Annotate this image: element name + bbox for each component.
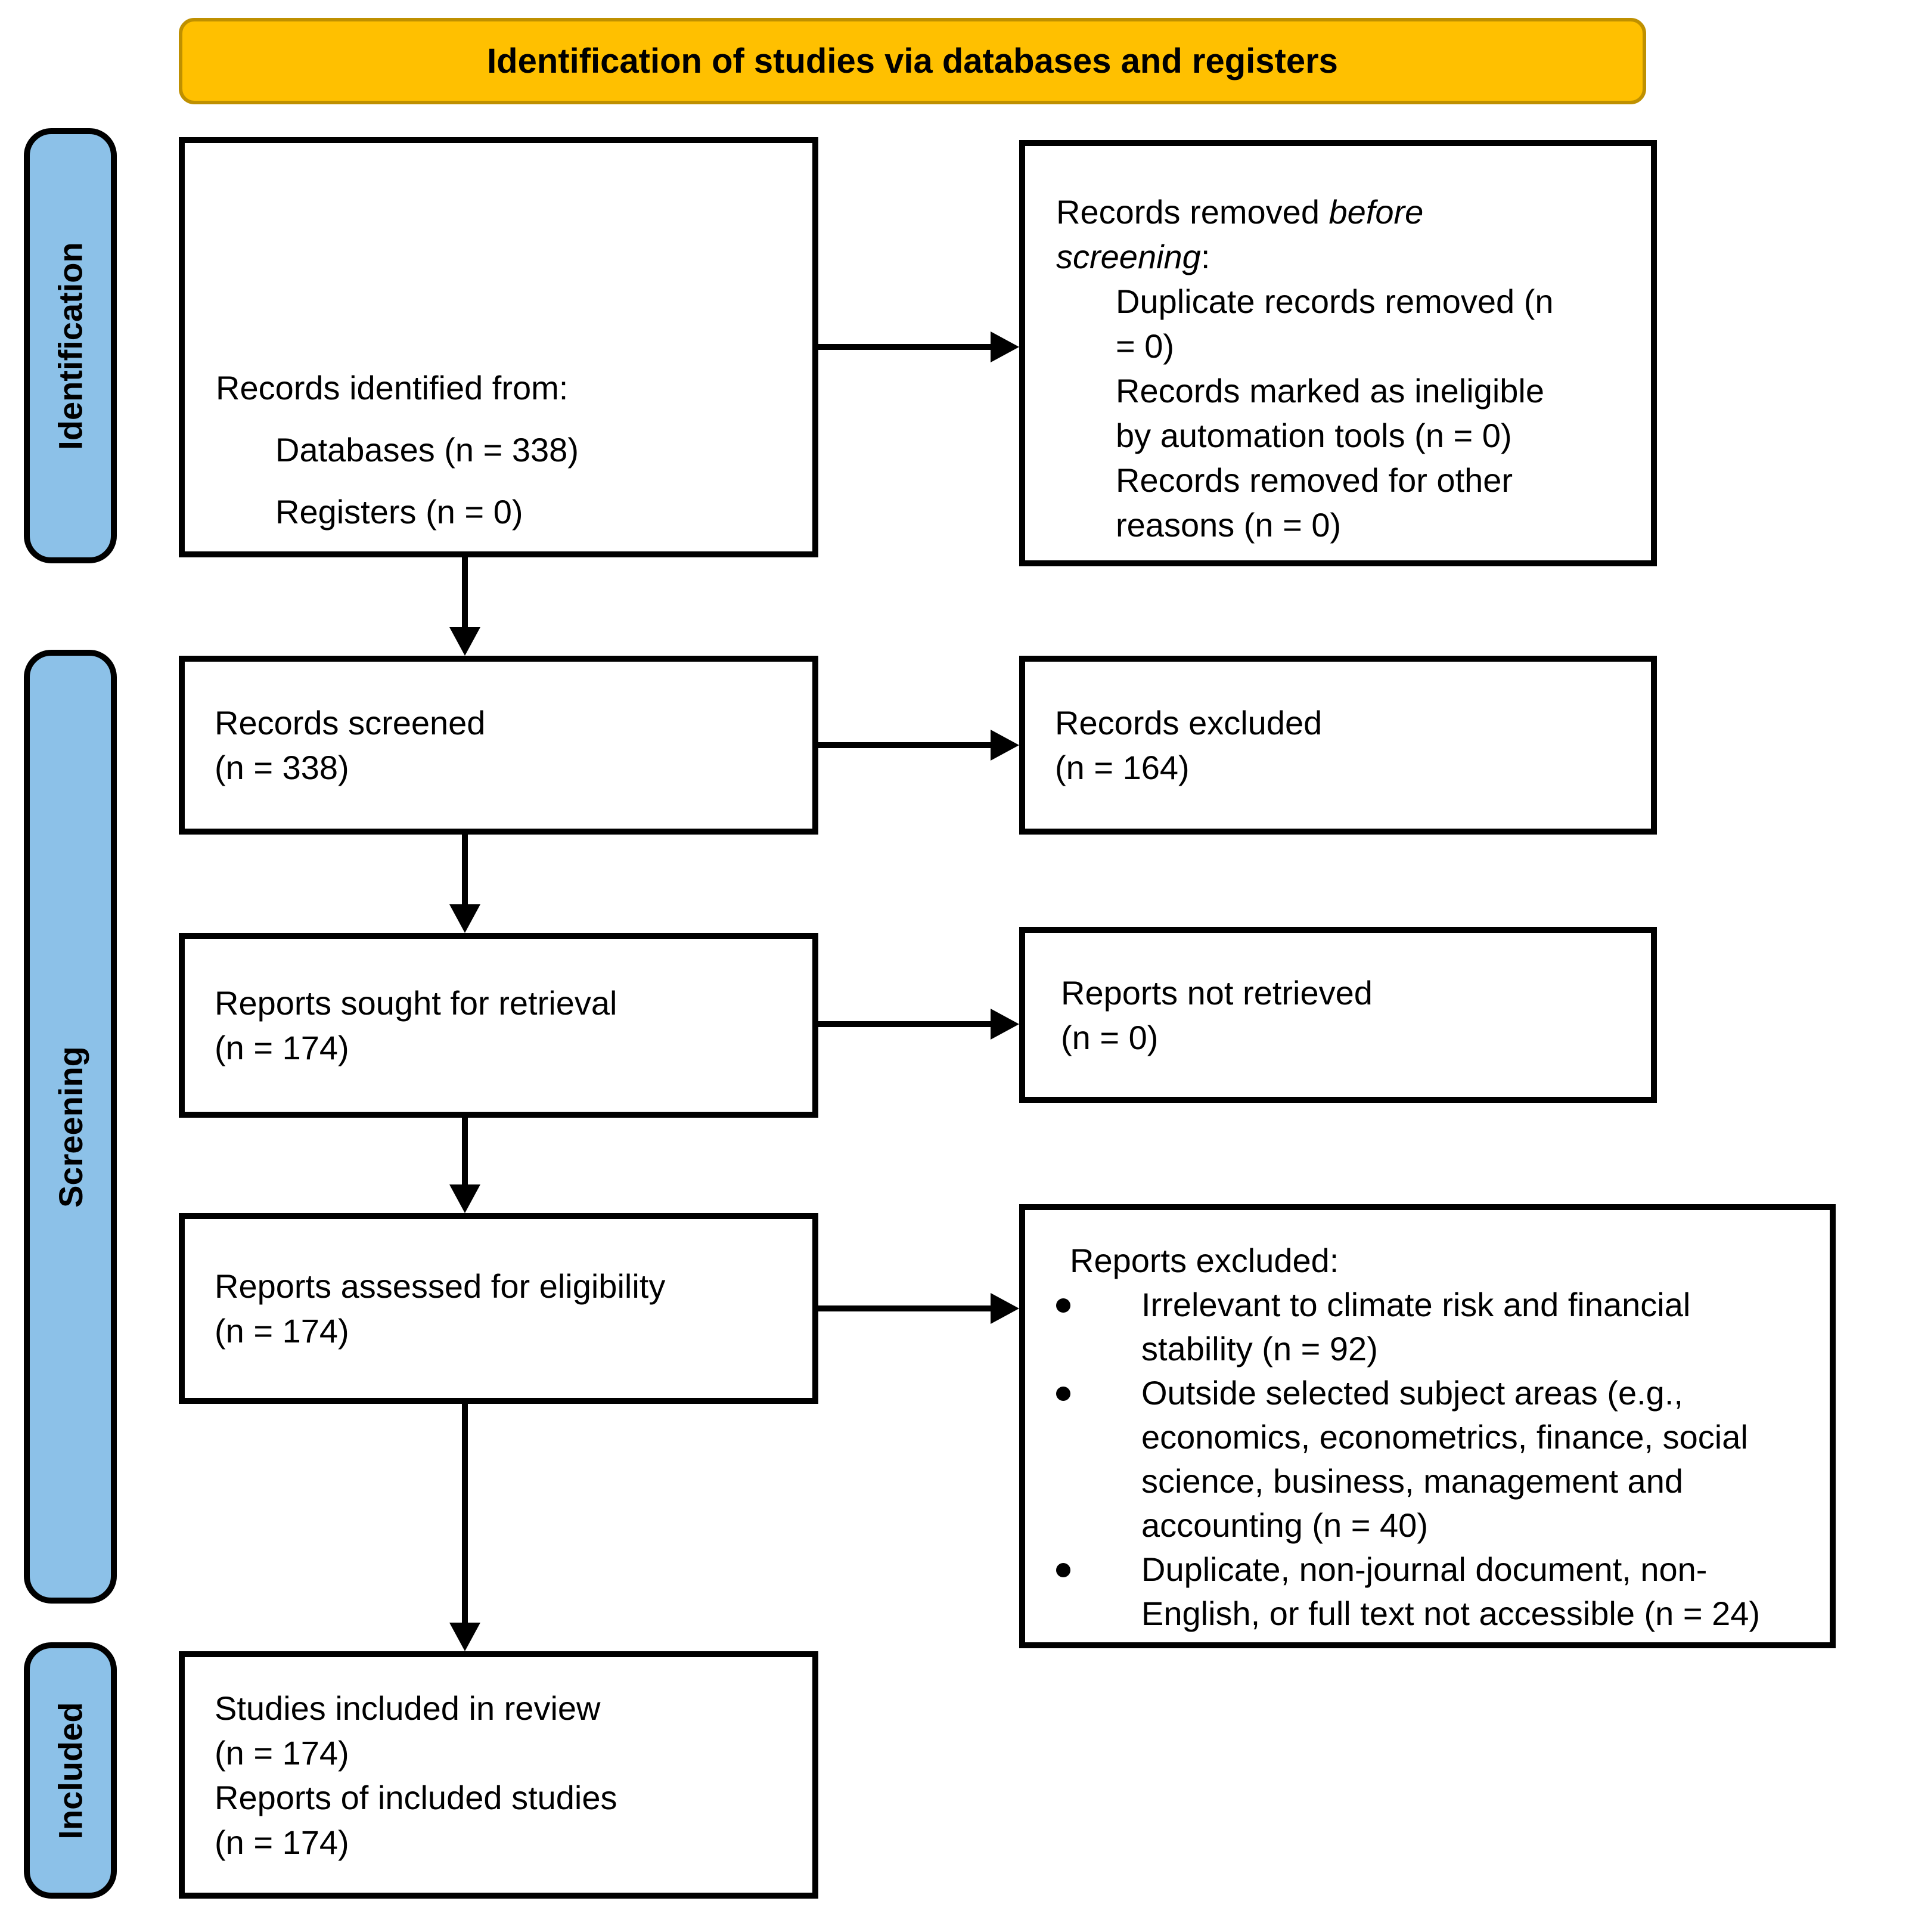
records-identified-title: Records identified from: — [216, 369, 569, 407]
stage-included-label: Included — [51, 1701, 89, 1840]
reports-excluded-bullet-irrelevant: Irrelevant to climate risk and financial… — [1025, 1283, 1821, 1371]
reports-excluded-bullet-duplicate: Duplicate, non-journal document, non- En… — [1025, 1548, 1821, 1636]
stage-identification: Identification — [24, 128, 117, 563]
records-identified-registers: Registers (n = 0) — [275, 493, 523, 531]
box-studies-included: Studies included in review (n = 174) Rep… — [179, 1651, 818, 1899]
box-reports-not-retrieved: Reports not retrieved (n = 0) — [1019, 927, 1657, 1103]
connector-identified-to-screened — [462, 557, 468, 627]
box-records-screened: Records screened (n = 338) — [179, 656, 818, 835]
records-removed-title-italic2: screening — [1056, 237, 1201, 275]
box-reports-assessed: Reports assessed for eligibility (n = 17… — [179, 1213, 818, 1404]
connector-screened-to-sought-arrowhead — [449, 904, 480, 933]
stage-included: Included — [24, 1642, 117, 1899]
box-records-identified: Records identified from: Databases (n = … — [179, 137, 818, 557]
stage-identification-label: Identification — [51, 241, 89, 450]
stage-screening-label: Screening — [51, 1046, 89, 1208]
connector-identified-to-screened-arrowhead — [449, 627, 480, 656]
records-removed-title-italic1: before — [1328, 193, 1424, 231]
box-reports-sought: Reports sought for retrieval (n = 174) — [179, 933, 818, 1118]
connector-assessed-to-included-arrowhead — [449, 1623, 480, 1651]
records-removed-title-line1: Records removed before — [1056, 193, 1424, 231]
banner: Identification of studies via databases … — [179, 18, 1646, 104]
reports-excluded-bullet-subject-areas: Outside selected subject areas (e.g., ec… — [1025, 1371, 1821, 1548]
connector-screened-to-excluded-arrowhead — [991, 730, 1019, 761]
connector-screened-to-sought — [462, 835, 468, 904]
connector-identified-to-removed — [818, 344, 992, 350]
records-removed-other: Records removed for other reasons (n = 0… — [1116, 461, 1513, 544]
connector-sought-to-assessed-arrowhead — [449, 1184, 480, 1213]
connector-sought-to-not-retrieved-arrowhead — [991, 1009, 1019, 1040]
connector-assessed-to-excluded-arrowhead — [991, 1293, 1019, 1324]
records-removed-title-line2: screening: — [1056, 237, 1210, 275]
records-removed-duplicates: Duplicate records removed (n = 0) — [1116, 282, 1554, 365]
reports-excluded-title: Reports excluded: — [1070, 1242, 1339, 1279]
connector-screened-to-excluded — [818, 742, 992, 748]
connector-identified-to-removed-arrowhead — [991, 331, 1019, 362]
connector-sought-to-assessed — [462, 1118, 468, 1184]
connector-assessed-to-excluded — [818, 1305, 992, 1311]
box-reports-excluded-detail: Reports excluded: Irrelevant to climate … — [1019, 1204, 1836, 1648]
box-records-removed: Records removed before screening: Duplic… — [1019, 140, 1657, 566]
box-records-excluded: Records excluded (n = 164) — [1019, 656, 1657, 835]
connector-sought-to-not-retrieved — [818, 1021, 992, 1027]
stage-screening: Screening — [24, 650, 117, 1604]
records-removed-automation: Records marked as ineligible by automati… — [1116, 371, 1545, 454]
connector-assessed-to-included — [462, 1404, 468, 1623]
records-identified-databases: Databases (n = 338) — [275, 431, 579, 469]
banner-label: Identification of studies via databases … — [487, 42, 1338, 80]
